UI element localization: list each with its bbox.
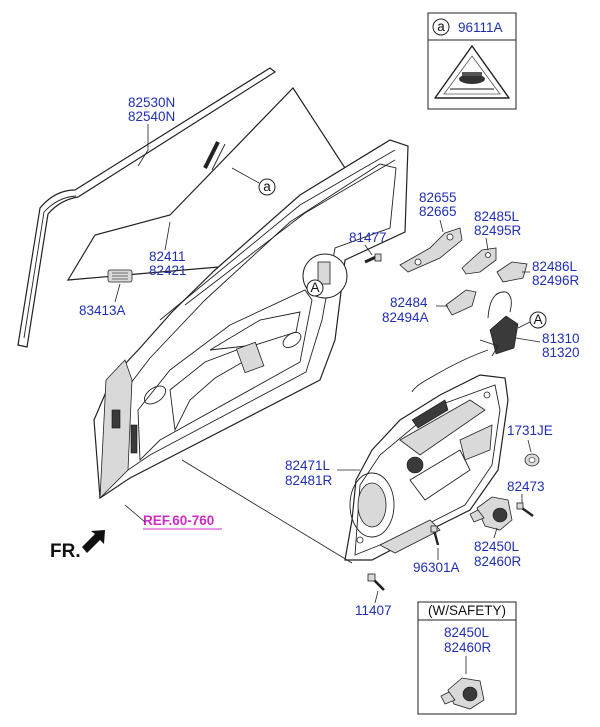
label-glass-bracket: 83413A (79, 303, 126, 318)
label-hinge-upper-1: 82655 (419, 190, 457, 205)
bolt-icon (364, 253, 382, 264)
label-glass-2: 82421 (149, 263, 187, 278)
front-arrow-icon (82, 530, 105, 553)
label-regulator-2: 82481R (285, 473, 333, 488)
label-regulator-1: 82471L (285, 458, 331, 473)
label-latch-2: 81320 (542, 345, 580, 360)
label-safety-title: (W/SAFETY) (428, 603, 506, 618)
safety-box: (W/SAFETY) 82450L 82460R (417, 601, 517, 715)
label-bracket-left-1: 82484 (390, 295, 428, 310)
callout-A-frame: A (310, 280, 319, 295)
label-safety-motor-2: 82460R (444, 640, 492, 655)
screw-96301-icon (430, 525, 440, 546)
label-bracket-right-2: 82496R (532, 273, 580, 288)
label-bracket-right-1: 82486L (532, 259, 578, 274)
warning-badge-icon (434, 45, 510, 99)
label-bolt-81477: 81477 (349, 230, 387, 245)
label-badge-part: 96111A (458, 20, 503, 35)
safety-motor-icon (440, 677, 485, 710)
screw-icon (516, 502, 534, 517)
bracket-right (496, 261, 528, 283)
label-glass-seal-2: 82540N (128, 109, 175, 124)
label-hinge-lower-1: 82485L (474, 209, 520, 224)
callout-A-latch: A (533, 312, 542, 327)
lower-hinge (461, 247, 497, 275)
label-glass-1: 82411 (149, 249, 186, 264)
callout-circle-frame: A (302, 253, 348, 299)
window-regulator (344, 374, 509, 561)
glass-bracket (107, 269, 133, 283)
badge-box: a 96111A (427, 12, 517, 110)
regulator-motor (469, 496, 513, 531)
label-screw-96301: 96301A (413, 560, 460, 575)
label-bolt-11407: 11407 (355, 603, 392, 618)
grommet-icon (524, 453, 540, 467)
callout-a-circle (432, 18, 450, 36)
label-screw-82473: 82473 (507, 479, 545, 494)
upper-hinge (399, 227, 463, 273)
label-safety-motor-1: 82450L (444, 625, 490, 640)
label-bracket-left-2: 82494A (382, 310, 429, 325)
label-grommet: 1731JE (507, 423, 553, 438)
door-frame (93, 139, 409, 500)
bolt-11407-icon (367, 573, 385, 591)
door-latch (411, 291, 519, 393)
callout-a-badge: a (437, 19, 445, 34)
label-hinge-lower-2: 82495R (474, 223, 522, 238)
callout-a-glass: a (263, 179, 271, 194)
bracket-left (445, 289, 477, 316)
label-glass-seal-1: 82530N (128, 95, 175, 110)
label-hinge-upper-2: 82665 (419, 204, 457, 219)
label-motor-1: 82450L (474, 539, 520, 554)
label-latch-1: 81310 (542, 331, 580, 346)
label-front-indicator: FR. (50, 541, 81, 562)
label-motor-2: 82460R (474, 554, 522, 569)
glass-run-seal (17, 67, 277, 348)
label-reference: REF.60-760 (143, 513, 214, 528)
